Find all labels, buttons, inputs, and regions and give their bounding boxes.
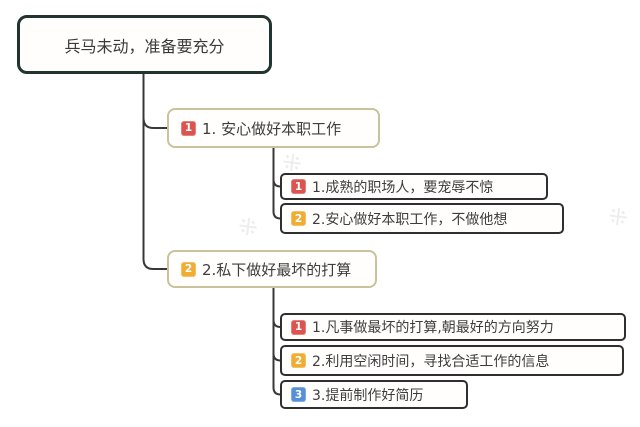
- leaf-node-2-2[interactable]: 2 2.利用空闲时间，寻找合适工作的信息: [280, 345, 624, 376]
- root-node-label: 兵马未动，准备要充分: [64, 36, 225, 56]
- priority-badge: 1: [291, 319, 306, 335]
- leaf-node-label: 2.安心做好本职工作，不做他想: [312, 211, 508, 228]
- root-node[interactable]: 兵马未动，准备要充分: [17, 15, 272, 74]
- leaf-node-1-1[interactable]: 1 1.成熟的职场人，要宠辱不惊: [280, 173, 548, 200]
- priority-badge: 1: [291, 179, 306, 194]
- leaf-node-1-2[interactable]: 2 2.安心做好本职工作，不做他想: [280, 203, 564, 234]
- branch-node-label: 1. 安心做好本职工作: [202, 119, 342, 138]
- branch-node-label: 2.私下做好最坏的打算: [202, 260, 352, 279]
- priority-badge: 2: [291, 353, 306, 368]
- priority-badge: 2: [291, 211, 306, 226]
- leaf-node-label: 1.凡事做最坏的打算,朝最好的方向努力: [312, 320, 554, 336]
- leaf-node-label: 3.提前制作好简历: [312, 387, 424, 404]
- leaf-node-label: 1.成熟的职场人，要宠辱不惊: [312, 179, 494, 196]
- branch-node-1[interactable]: 1 1. 安心做好本职工作: [167, 108, 380, 148]
- leaf-node-label: 2.利用空闲时间，寻找合适工作的信息: [312, 353, 550, 370]
- leaf-node-2-3[interactable]: 3 3.提前制作好简历: [280, 380, 468, 409]
- priority-badge: 2: [181, 261, 196, 277]
- branch-node-2[interactable]: 2 2.私下做好最坏的打算: [167, 250, 377, 288]
- priority-badge: 3: [291, 387, 306, 402]
- leaf-node-2-1[interactable]: 1 1.凡事做最坏的打算,朝最好的方向努力: [280, 313, 626, 341]
- priority-badge: 1: [181, 120, 196, 136]
